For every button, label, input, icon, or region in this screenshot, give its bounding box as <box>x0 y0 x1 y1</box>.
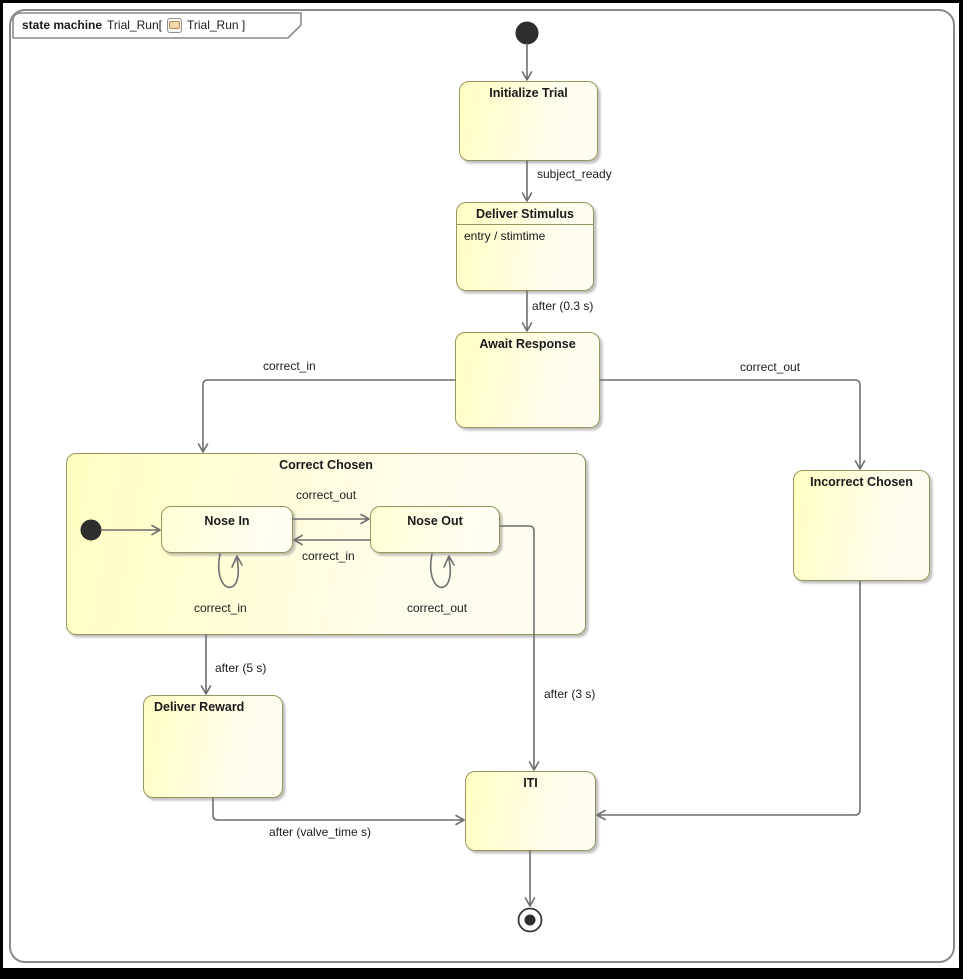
frame-name-left: Trial_Run[ <box>107 18 162 32</box>
state-title: Correct Chosen <box>279 458 373 472</box>
state-machine-diagram-icon <box>166 17 182 33</box>
frame-tab-shape <box>12 12 302 39</box>
state-deliver-stimulus: Deliver Stimulus entry / stimtime <box>456 202 594 291</box>
state-iti: ITI <box>465 771 596 851</box>
frame-header-tab: state machine Trial_Run[ Trial_Run ] <box>12 12 304 39</box>
transition-label-inner-correct-in: correct_in <box>302 549 355 563</box>
state-initialize-trial: Initialize Trial <box>459 81 598 161</box>
state-title: Deliver Stimulus <box>476 207 574 221</box>
state-title: Nose In <box>204 514 250 528</box>
state-nose-in: Nose In <box>161 506 293 553</box>
frame-keyword: state machine <box>22 18 103 32</box>
state-title: Deliver Reward <box>154 700 245 714</box>
state-title: Incorrect Chosen <box>810 475 913 489</box>
state-title: ITI <box>523 776 538 790</box>
frame-name-right: Trial_Run ] <box>186 18 246 32</box>
transition-label-correct-in-branch: correct_in <box>263 359 316 373</box>
state-deliver-reward: Deliver Reward <box>143 695 283 798</box>
diagram-canvas: state machine Trial_Run[ Trial_Run ] Ini… <box>3 3 959 968</box>
transition-label-after-valve-time-s: after (valve_time s) <box>269 825 372 839</box>
state-entry-activity: entry / stimtime <box>464 229 546 243</box>
transition-label-after-3-s: after (3 s) <box>544 687 596 701</box>
state-incorrect-chosen: Incorrect Chosen <box>793 470 930 581</box>
transition-label-subject-ready: subject_ready <box>537 167 612 181</box>
state-title: Initialize Trial <box>489 86 568 100</box>
state-title: Nose Out <box>407 514 463 528</box>
state-nose-out: Nose Out <box>370 506 500 553</box>
transition-label-loop-correct-out: correct_out <box>407 601 468 615</box>
state-title: Await Response <box>479 337 576 351</box>
transition-label-after-0-3-s: after (0.3 s) <box>532 299 594 313</box>
compartment-separator <box>457 224 593 225</box>
state-await-response: Await Response <box>455 332 600 428</box>
transition-label-loop-correct-in: correct_in <box>194 601 247 615</box>
transition-label-correct-out-branch: correct_out <box>740 360 801 374</box>
transition-label-inner-correct-out: correct_out <box>296 488 357 502</box>
state-correct-chosen: Correct Chosen <box>66 453 586 635</box>
transition-label-after-5-s: after (5 s) <box>215 661 267 675</box>
